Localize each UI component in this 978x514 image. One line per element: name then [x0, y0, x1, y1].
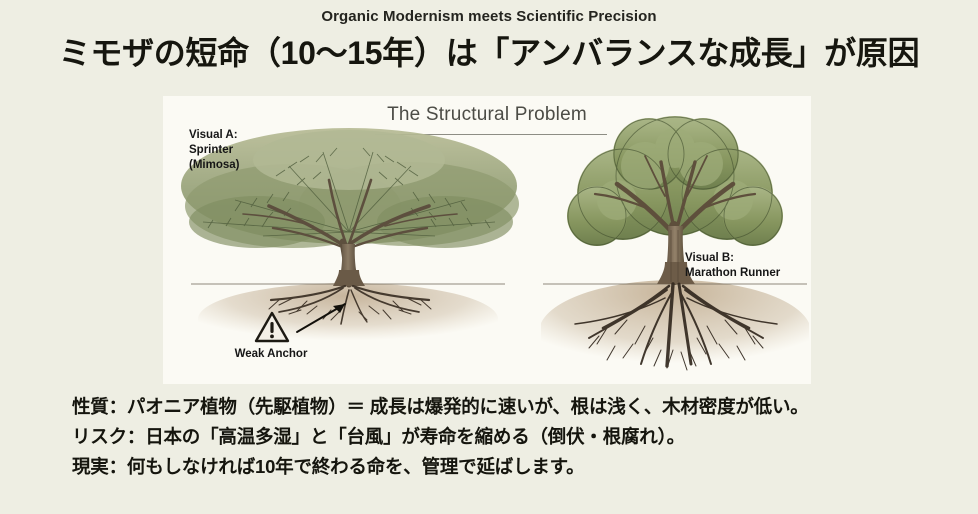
slide-header: Organic Modernism meets Scientific Preci…: [0, 0, 978, 75]
label-visual-b: Visual B: Marathon Runner: [685, 252, 781, 279]
mimosa-sprinter-tree: [181, 128, 519, 355]
illustration-panel: The Structural Problem: [163, 96, 811, 384]
bullet-line-reality: 現実：何もしなければ10年で終わる命を、管理で延ばします。: [72, 456, 585, 477]
warning-triangle-icon: [254, 311, 290, 343]
slide-headline: ミモザの短命（10〜15年）は「アンバランスな成長」が原因: [58, 35, 920, 71]
bullet-line-nature: 性質：パオニア植物（先駆植物）＝ 成長は爆発的に速いが、根は浅く、木材密度が低い…: [72, 396, 809, 417]
bullet-list: 性質：パオニア植物（先駆植物）＝ 成長は爆発的に速いが、根は浅く、木材密度が低い…: [72, 392, 972, 482]
bullet-line-risk: リスク：日本の「高温多湿」と「台風」が寿命を縮める（倒伏・根腐れ）。: [72, 426, 685, 447]
label-visual-a: Visual A: Sprinter (Mimosa): [189, 129, 240, 171]
figure-title-divider: [375, 134, 607, 135]
label-weak-anchor: Weak Anchor: [234, 348, 308, 360]
figure-title: The Structural Problem: [387, 104, 587, 125]
marathon-runner-tree: [541, 116, 809, 382]
arrow-pointer-icon: [296, 303, 346, 333]
slide-eyebrow: Organic Modernism meets Scientific Preci…: [321, 8, 657, 25]
